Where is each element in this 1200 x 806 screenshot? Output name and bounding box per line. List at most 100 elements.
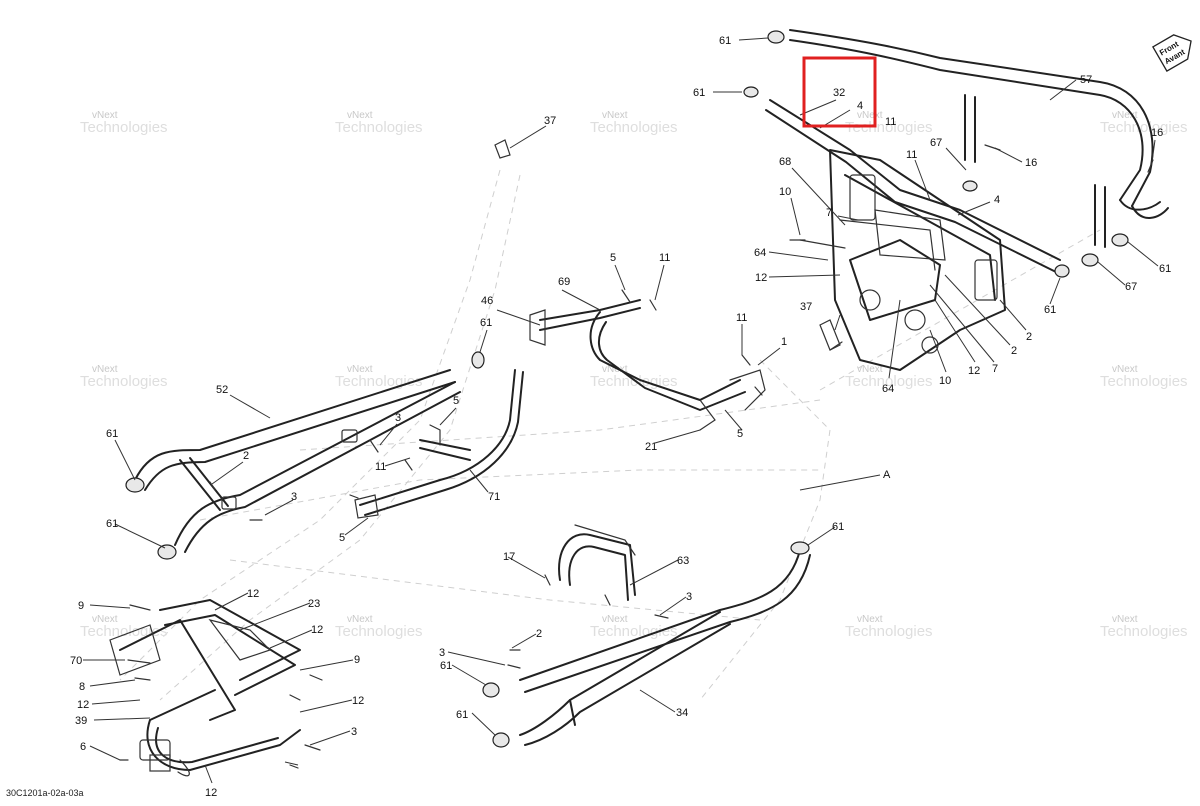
callout-11: 11 <box>906 149 917 161</box>
callout-12: 12 <box>968 365 980 377</box>
watermark-brand: vNext <box>92 110 118 121</box>
watermark-brand: vNext <box>347 110 373 121</box>
callout-5: 5 <box>339 532 345 544</box>
callout-52: 52 <box>216 384 228 396</box>
watermark-text: Technologies <box>335 373 423 390</box>
callout-16: 16 <box>1025 157 1037 169</box>
end-cap-plug <box>743 86 759 98</box>
end-cap-plug <box>157 544 177 560</box>
callout-labels: 61 61 32 4 11 57 37 16 16 67 11 68 4 10 … <box>70 35 1171 799</box>
watermark-brand: vNext <box>602 614 628 625</box>
callout-32: 32 <box>833 87 845 99</box>
leader-lines <box>83 37 1159 784</box>
callout-64: 64 <box>882 383 894 395</box>
callout-61: 61 <box>832 521 844 533</box>
drawing-code: 30C1201a-02a-03a <box>6 788 84 798</box>
end-cap-plug <box>125 477 145 493</box>
callout-3: 3 <box>439 647 445 659</box>
watermark-text: Technologies <box>80 373 168 390</box>
callout-8: 8 <box>79 681 85 693</box>
callout-67: 67 <box>930 137 942 149</box>
callout-10: 10 <box>939 375 951 387</box>
front-bumper-part-57 <box>743 29 1169 278</box>
rear-hitch-assembly <box>109 599 301 777</box>
watermark-text: Technologies <box>1100 119 1188 136</box>
callout-17: 17 <box>503 551 515 563</box>
callout-A: A <box>883 469 891 481</box>
callout-12: 12 <box>352 695 364 707</box>
callout-11: 11 <box>375 461 386 473</box>
front-bracket-assembly <box>799 149 1006 371</box>
watermark-brand: vNext <box>347 614 373 625</box>
watermark-brand: vNext <box>602 110 628 121</box>
callout-37: 37 <box>544 115 556 127</box>
callout-61: 61 <box>693 87 705 99</box>
callout-9: 9 <box>354 654 360 666</box>
callout-11: 11 <box>736 312 747 324</box>
callout-12: 12 <box>247 588 259 600</box>
watermark-text: Technologies <box>590 623 678 640</box>
watermark-brand: vNext <box>347 364 373 375</box>
watermark-text: Technologies <box>845 119 933 136</box>
watermark-brand: vNext <box>1112 110 1138 121</box>
lower-tube-part-34 <box>482 541 811 748</box>
callout-11: 11 <box>885 116 896 128</box>
callout-5: 5 <box>610 252 616 264</box>
callout-9: 9 <box>78 600 84 612</box>
callout-34: 34 <box>676 707 688 719</box>
end-cap-plug <box>471 351 485 369</box>
watermark-text: Technologies <box>590 119 678 136</box>
left-tube-part-52 <box>125 351 485 560</box>
callout-61: 61 <box>456 709 468 721</box>
callout-64: 64 <box>754 247 766 259</box>
callout-10: 10 <box>779 186 791 198</box>
callout-70: 70 <box>70 655 82 667</box>
end-cap-plug <box>1054 264 1070 278</box>
callout-12: 12 <box>205 787 217 799</box>
end-cap-plug <box>492 732 510 748</box>
callout-12: 12 <box>311 624 323 636</box>
callout-7: 7 <box>826 207 832 219</box>
callout-68: 68 <box>779 156 791 168</box>
hanger-bracket-part-63 <box>558 524 636 601</box>
callout-12: 12 <box>77 699 89 711</box>
watermark-brand: vNext <box>1112 364 1138 375</box>
callout-71: 71 <box>488 491 500 503</box>
callout-7: 7 <box>992 363 998 375</box>
watermark-text: Technologies <box>80 119 168 136</box>
callout-61: 61 <box>480 317 492 329</box>
end-cap-plug <box>767 30 785 44</box>
upper-bar-part-69 <box>529 299 766 431</box>
callout-3: 3 <box>395 412 401 424</box>
callout-3: 3 <box>686 591 692 603</box>
watermark-text: Technologies <box>80 623 168 640</box>
watermark-brand: vNext <box>1112 614 1138 625</box>
callout-23: 23 <box>308 598 320 610</box>
watermark-text: Technologies <box>335 119 423 136</box>
callout-4: 4 <box>994 194 1000 206</box>
end-cap-plug <box>1081 253 1099 267</box>
watermark-text: Technologies <box>845 623 933 640</box>
highlighted-callout-box <box>802 56 877 128</box>
watermark-brand: vNext <box>92 614 118 625</box>
callout-61: 61 <box>1044 304 1056 316</box>
callout-61: 61 <box>106 428 118 440</box>
center-bracket-part-71 <box>354 369 524 519</box>
front-direction-badge: Front Avant <box>1151 34 1192 73</box>
end-cap-plug <box>1111 233 1129 247</box>
callout-2: 2 <box>536 628 542 640</box>
callout-2: 2 <box>243 450 249 462</box>
watermark-text: Technologies <box>1100 373 1188 390</box>
callout-39: 39 <box>75 715 87 727</box>
callout-3: 3 <box>351 726 357 738</box>
callout-61: 61 <box>1159 263 1171 275</box>
callout-63: 63 <box>677 555 689 567</box>
callout-46: 46 <box>481 295 493 307</box>
callout-67: 67 <box>1125 281 1137 293</box>
callout-61: 61 <box>719 35 731 47</box>
end-cap-plug <box>482 682 500 698</box>
callout-2: 2 <box>1026 331 1032 343</box>
callout-5: 5 <box>453 395 459 407</box>
